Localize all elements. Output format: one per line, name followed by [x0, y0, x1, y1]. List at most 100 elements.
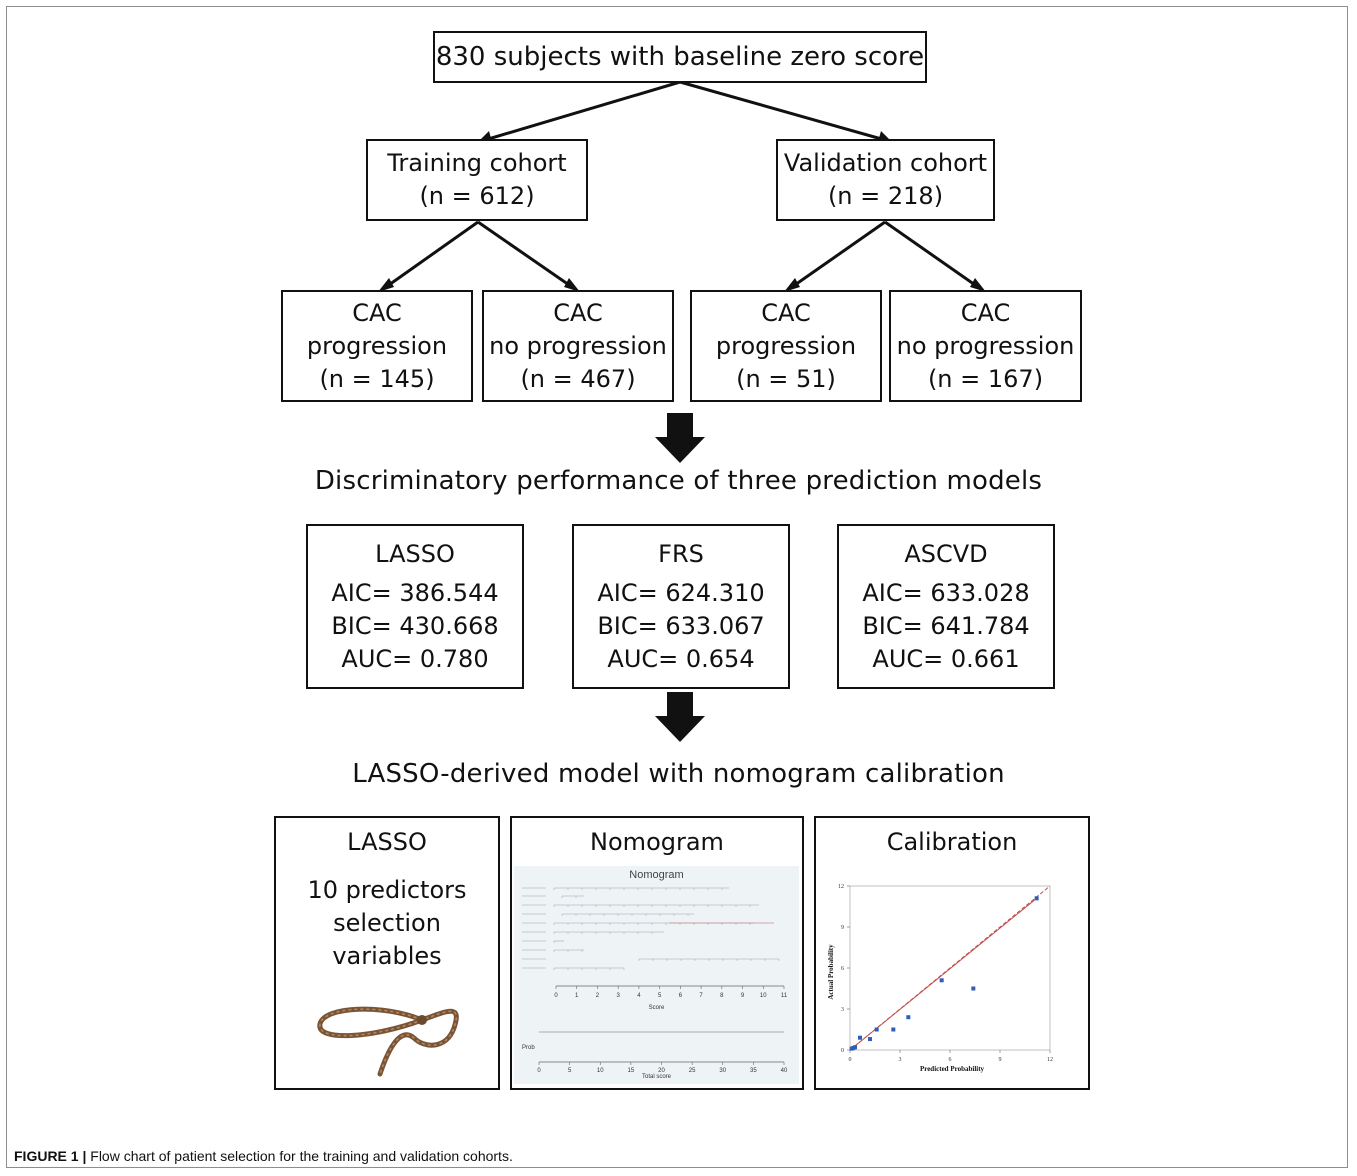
model-auc: AUC= 0.654: [607, 644, 755, 673]
nomogram-total-tick-label: 35: [750, 1068, 757, 1074]
cohort-n: (n = 612): [419, 182, 535, 210]
calibration-ylabel: Actual Probability: [827, 944, 835, 1000]
figure-frame: [6, 6, 1348, 1168]
panel-calibration: Calibration 0 3 6 9 12 0 3 6 9 12 Predicted Proba…: [814, 816, 1090, 1090]
calibration-xlabel: Predicted Probability: [919, 1065, 985, 1073]
calibration-chart: 0 3 6 9 12 0 3 6 9 12: [838, 884, 1053, 1063]
caption-text: Flow chart of patient selection for the …: [86, 1148, 513, 1164]
group-line: CAC: [960, 298, 1011, 327]
nomogram-score-label: Score: [648, 1005, 665, 1011]
nomogram-inner-title: Nomogram: [629, 869, 684, 881]
calibration-y-tick-label: 9: [841, 925, 844, 931]
nomogram-score-tick-label: 9: [741, 993, 745, 999]
nomogram-total-tick-label: 20: [658, 1068, 665, 1074]
panel-title: LASSO: [347, 828, 427, 856]
calibration-x-tick-label: 12: [1047, 1057, 1053, 1063]
nomogram-score-tick-label: 7: [699, 993, 703, 999]
group-n: (n = 167): [927, 364, 1044, 393]
group-n: (n = 467): [520, 364, 636, 393]
nomogram-score-tick-label: 3: [617, 993, 621, 999]
calibration-y-tick-label: 6: [841, 966, 844, 972]
heading-lasso-derived: LASSO-derived model with nomogram calibr…: [352, 759, 1005, 789]
lasso-rope-icon: [317, 1006, 459, 1077]
lasso-line: 10 predictors: [307, 876, 467, 904]
group-box-validation-progression: CAC progression (n = 51): [690, 290, 882, 402]
cohort-name: Training cohort: [387, 149, 567, 177]
model-name: ASCVD: [904, 539, 988, 568]
nomogram-total-tick-label: 0: [537, 1068, 541, 1074]
group-box-validation-noprogression: CAC no progression (n = 167): [889, 290, 1082, 402]
model-box-frs: FRS AIC= 624.310 BIC= 633.067 AUC= 0.654: [572, 524, 790, 689]
cohort-name: Validation cohort: [783, 149, 988, 177]
calibration-point: [939, 978, 944, 983]
model-bic: BIC= 430.668: [331, 611, 499, 640]
model-auc: AUC= 0.780: [341, 644, 489, 673]
top-label: 830 subjects with baseline zero score: [435, 41, 925, 72]
arrowhead: [564, 278, 580, 292]
model-aic: AIC= 633.028: [862, 578, 1030, 607]
panel-lasso: LASSO 10 predictors selection variables: [274, 816, 500, 1090]
nomogram-total-tick-label: 5: [568, 1068, 572, 1074]
calibration-point: [891, 1027, 896, 1032]
nomogram-score-tick-label: 1: [575, 993, 579, 999]
nomogram-score-tick-label: 11: [781, 993, 788, 999]
down-arrow-1: [655, 413, 705, 463]
lasso-line: selection: [333, 909, 441, 937]
edge-validation-progression: [791, 220, 886, 289]
heading-discriminatory: Discriminatory performance of three pred…: [314, 466, 1043, 496]
nomogram-prob-label: Prob: [522, 1045, 535, 1051]
nomogram-score-tick-label: 4: [637, 993, 641, 999]
lasso-description: 10 predictors selection variables: [276, 874, 498, 973]
calibration-point: [1034, 896, 1039, 901]
nomogram-total-tick-label: 40: [781, 1068, 788, 1074]
calibration-y-tick-label: 12: [838, 884, 844, 890]
model-bic: BIC= 633.067: [597, 611, 765, 640]
model-aic: AIC= 386.544: [331, 578, 499, 607]
nomogram-total-tick-label: 15: [628, 1068, 635, 1074]
edge-training-noprogression: [477, 220, 573, 289]
panel-title: Calibration: [886, 828, 1018, 856]
group-line: progression: [306, 331, 448, 360]
arrowhead: [378, 278, 394, 292]
edge-top-training: [484, 80, 681, 142]
calibration-point: [971, 986, 976, 991]
model-box-lasso: LASSO AIC= 386.544 BIC= 430.668 AUC= 0.7…: [306, 524, 524, 689]
calibration-fit-line: [849, 897, 1037, 1051]
nomogram-score-tick-label: 5: [658, 993, 662, 999]
group-line: CAC: [553, 298, 603, 327]
model-aic: AIC= 624.310: [597, 578, 765, 607]
lasso-line: variables: [332, 942, 442, 970]
group-box-training-progression: CAC progression (n = 145): [281, 290, 473, 402]
training-cohort-box: Training cohort (n = 612): [366, 139, 588, 221]
calibration-point: [858, 1035, 862, 1040]
edge-validation-noprogression: [884, 220, 979, 289]
panel-title: Nomogram: [590, 828, 724, 856]
calibration-point: [853, 1045, 857, 1050]
calibration-y-tick-label: 3: [841, 1007, 844, 1013]
calibration-x-tick-label: 0: [849, 1057, 852, 1063]
group-line: CAC: [761, 298, 811, 327]
caption-label: FIGURE 1 |: [14, 1148, 87, 1164]
down-arrow-2: [655, 692, 705, 742]
nomogram-score-tick-label: 8: [720, 993, 724, 999]
model-name: FRS: [658, 539, 704, 568]
calibration-point: [874, 1027, 879, 1032]
group-line: progression: [715, 331, 857, 360]
edge-training-progression: [385, 220, 479, 289]
group-line: no progression: [896, 331, 1075, 360]
nomogram-score-tick-label: 2: [596, 993, 600, 999]
group-n: (n = 145): [319, 364, 435, 393]
nomogram-total-tick-label: 25: [689, 1068, 696, 1074]
calibration-point: [868, 1037, 872, 1042]
nomogram-total-label: Total score: [641, 1074, 671, 1080]
figure-caption: FIGURE 1 | Flow chart of patient selecti…: [14, 1148, 513, 1164]
calibration-x-tick-label: 6: [949, 1057, 952, 1063]
calibration-y-tick-label: 0: [841, 1048, 844, 1054]
group-line: CAC: [352, 298, 402, 327]
arrowhead: [784, 278, 800, 292]
calibration-x-tick-label: 9: [999, 1057, 1002, 1063]
calibration-x-tick-label: 3: [899, 1057, 902, 1063]
